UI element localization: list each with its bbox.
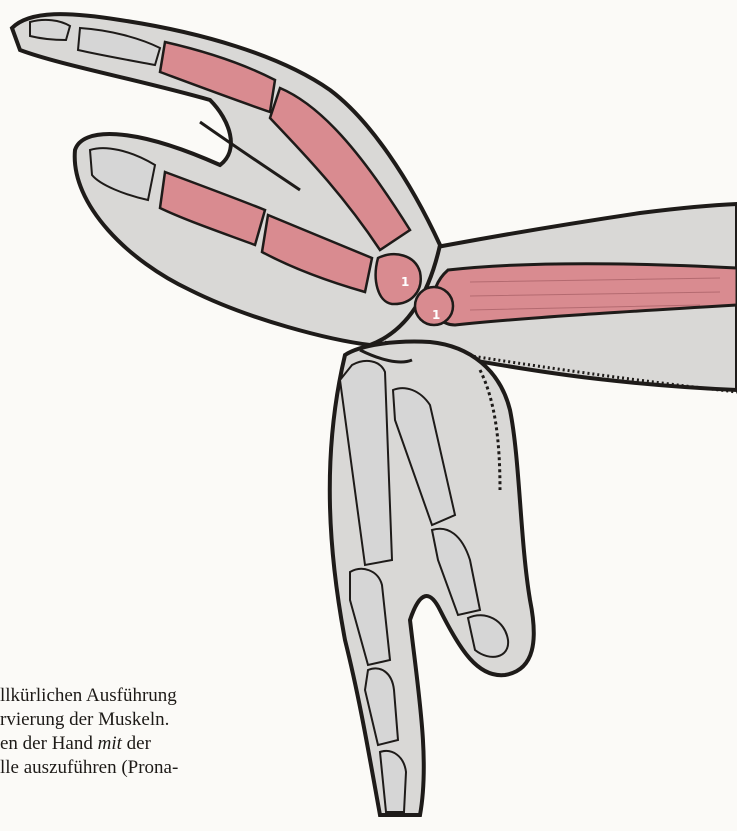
caption-line-1: llkürlichen Ausführung — [0, 684, 300, 708]
caption-line-3: en der Hand mit der — [0, 732, 300, 756]
caption-line-2: rvierung der Muskeln. — [0, 708, 300, 732]
caption-line-3-emphasis: mit — [98, 733, 122, 754]
caption-line-3-start: en der Hand — [0, 733, 98, 754]
caption-line-3-end: der — [122, 733, 151, 754]
caption-text: llkürlichen Ausführung rvierung der Musk… — [0, 684, 300, 780]
caption-line-4: lle auszuführen (Prona- — [0, 756, 300, 780]
marker-label-2: 1 — [432, 308, 440, 322]
marker-label-1: 1 — [401, 275, 409, 289]
lower-hand — [330, 342, 534, 815]
upper-hand: 1 1 — [12, 14, 453, 345]
